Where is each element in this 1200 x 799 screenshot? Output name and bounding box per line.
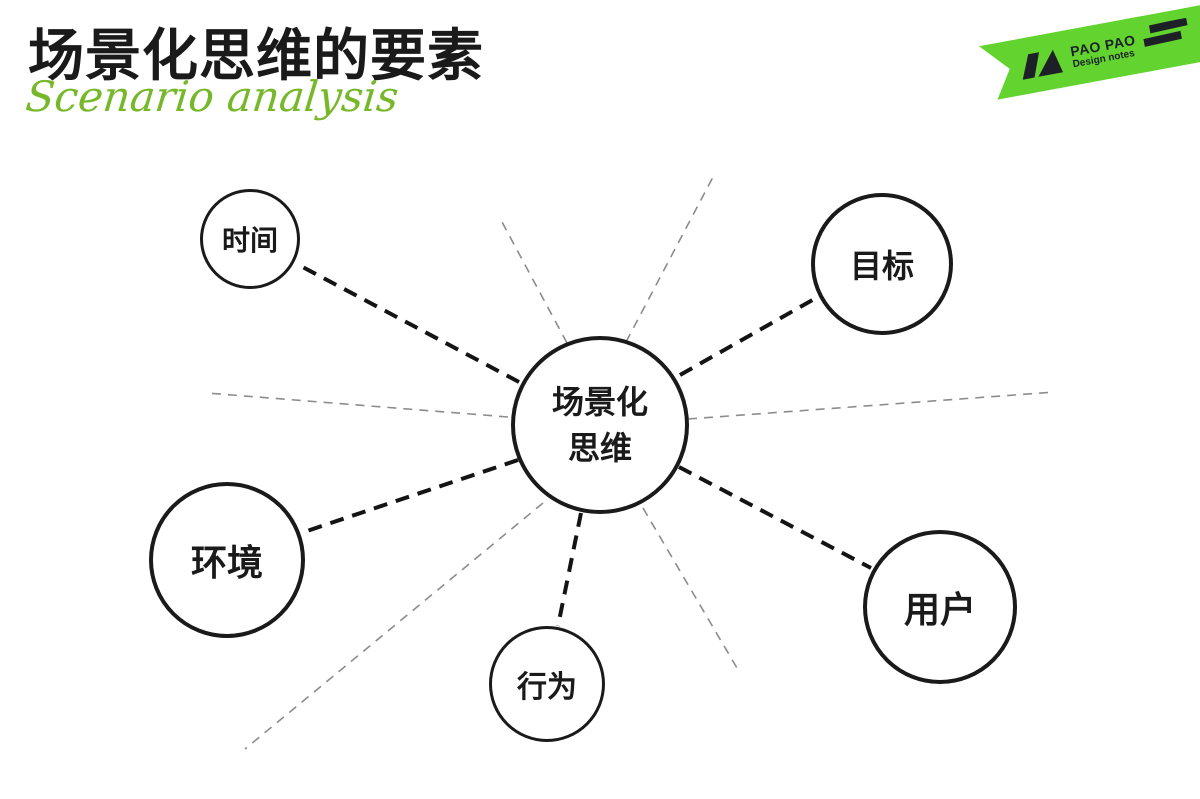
equals-bars-icon: [1141, 18, 1190, 48]
node-user-label: 用户: [903, 589, 976, 630]
ray-bottom-right: [642, 507, 738, 669]
node-user: 用户: [863, 530, 1017, 684]
ray-top-right: [625, 176, 714, 343]
node-environment: 环境: [149, 482, 305, 638]
paopao-mountains-icon: [1015, 44, 1068, 82]
ray-top-left: [501, 221, 568, 344]
node-center-label-line2: 思维: [567, 430, 632, 466]
node-environment-label: 环境: [190, 542, 263, 583]
node-behavior-label: 行为: [517, 671, 577, 704]
page-title: 场景化思维的要素: [28, 24, 484, 87]
node-behavior: 行为: [489, 626, 605, 742]
ray-right: [687, 391, 1056, 420]
node-goal-label: 目标: [849, 248, 914, 284]
connector-center-goal: [679, 296, 817, 377]
connector-center-behavior: [556, 512, 583, 627]
node-center-label-line1: 场景化: [551, 383, 648, 420]
connector-center-user: [678, 465, 872, 570]
brand-ribbon: PAO PAO Design notes: [979, 3, 1200, 101]
node-time: 时间: [200, 189, 300, 289]
connector-center-time: [296, 262, 520, 384]
connector-center-environment: [300, 458, 519, 535]
node-center-scenario-thinking: 场景化 思维: [511, 336, 689, 514]
ray-bottom-left: [244, 502, 544, 750]
node-goal: 目标: [811, 193, 953, 335]
node-time-label: 时间: [221, 225, 278, 256]
ray-left: [206, 392, 509, 418]
